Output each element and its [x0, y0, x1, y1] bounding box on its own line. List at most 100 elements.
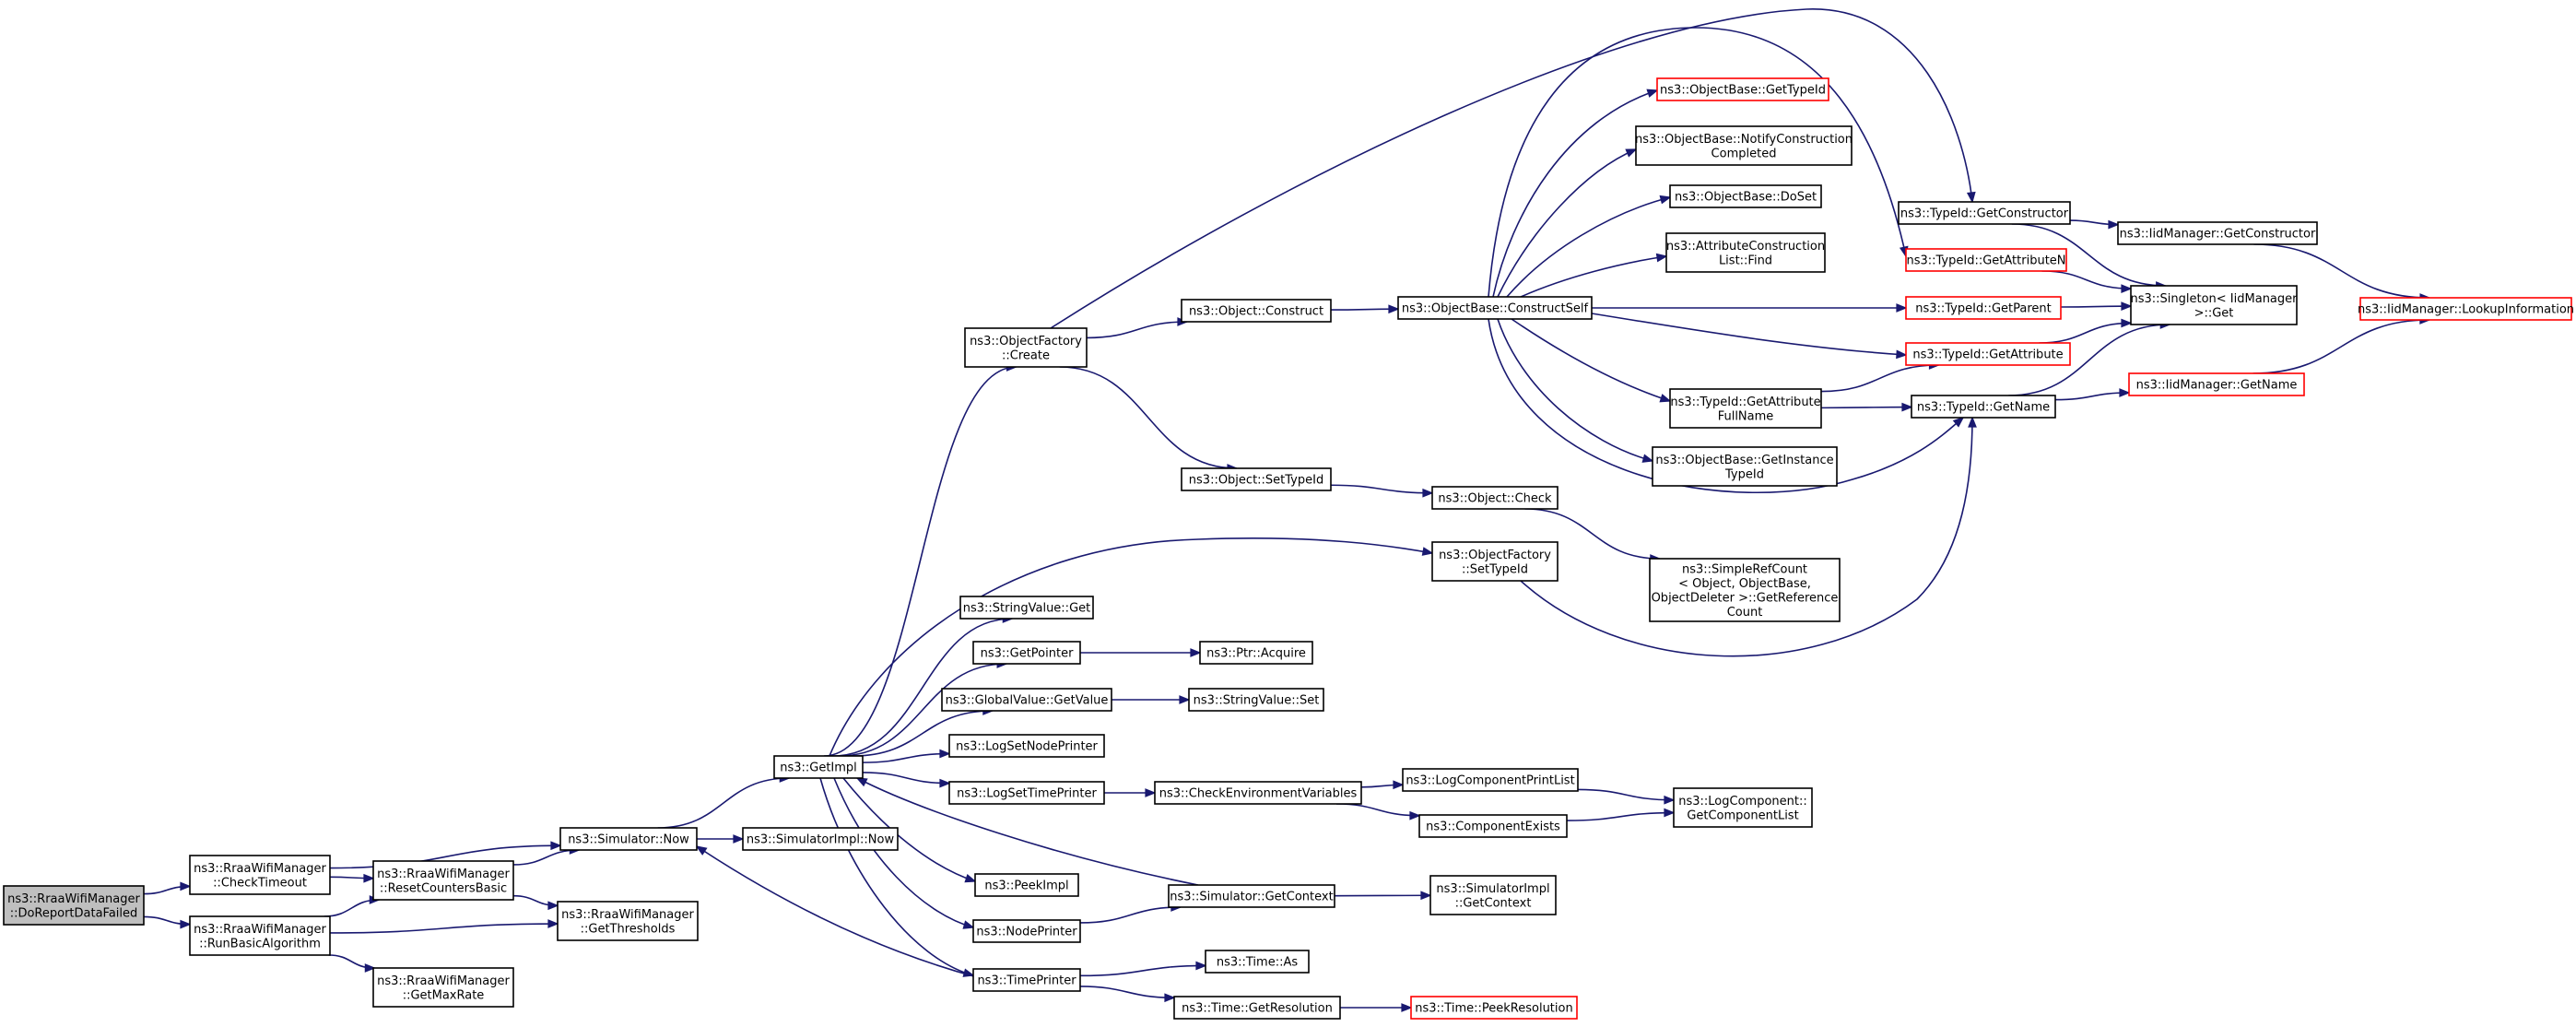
node-logcompprintlist[interactable]: ns3::LogComponentPrintList — [1402, 768, 1579, 792]
node-label-line: ns3::IidManager::LookupInformation — [2358, 303, 2574, 317]
edge-resetcounters-to-getthresholds — [512, 894, 559, 911]
node-objsettypeid[interactable]: ns3::Object::SetTypeId — [1181, 467, 1332, 491]
node-notifyconstr[interactable]: ns3::ObjectBase::NotifyConstructionCompl… — [1635, 125, 1853, 166]
node-label-line: ns3::LogComponentPrintList — [1406, 774, 1574, 788]
edge-doreport-to-checktimeout — [143, 881, 192, 895]
node-label-line: ns3::NodePrinter — [976, 926, 1077, 939]
edge-gettypeidattrfull-to-tidgetname — [1820, 402, 1913, 412]
node-checkenvvars[interactable]: ns3::CheckEnvironmentVariables — [1154, 781, 1362, 805]
node-label-line: ns3::TypeId::GetAttributeN — [1906, 254, 2065, 268]
node-getmaxrate[interactable]: ns3::RraaWifiManager::GetMaxRate — [372, 967, 514, 1008]
edge-tidgetconstructor-to-iidgetconstructor — [2069, 219, 2120, 230]
node-timegetres[interactable]: ns3::Time::GetResolution — [1173, 996, 1341, 1020]
edge-tidgetattribute-to-singletonget — [2039, 318, 2133, 344]
node-box — [972, 919, 1081, 943]
node-box — [1181, 467, 1332, 491]
node-getthresholds[interactable]: ns3::RraaWifiManager::GetThresholds — [557, 901, 699, 941]
node-label-line: ns3::ObjectBase::GetTypeId — [1660, 84, 1826, 98]
node-nodeprinter[interactable]: ns3::NodePrinter — [972, 919, 1081, 943]
node-constructself[interactable]: ns3::ObjectBase::ConstructSelf — [1397, 296, 1593, 320]
node-tidgetattribute[interactable]: ns3::TypeId::GetAttribute — [1905, 342, 2071, 366]
edge-timeprinter-to-simnow — [695, 845, 978, 978]
node-label-line: ns3::Object::Check — [1438, 492, 1552, 506]
node-componentexists[interactable]: ns3::ComponentExists — [1418, 814, 1568, 838]
node-objfactsettypeid[interactable]: ns3::ObjectFactory::SetTypeId — [1431, 541, 1559, 582]
node-box — [1905, 248, 2067, 272]
edge-constructself-to-tidgetparent — [1592, 303, 1908, 313]
node-simimplgetcontext[interactable]: ns3::SimulatorImpl::GetContext — [1429, 875, 1557, 915]
node-box — [948, 781, 1105, 805]
edge-componentexists-to-logcompgetlist — [1566, 808, 1676, 821]
node-label-line: ns3::Object::Construct — [1189, 305, 1323, 319]
node-tidgetattrn[interactable]: ns3::TypeId::GetAttributeN — [1905, 248, 2067, 272]
node-tidgetconstructor[interactable]: ns3::TypeId::GetConstructor — [1898, 201, 2071, 225]
edge-getimpl-to-logsettimeprinter — [862, 772, 951, 788]
node-label-line: ns3::Object::SetTypeId — [1189, 474, 1323, 488]
node-label-line: ns3::Ptr::Acquire — [1206, 647, 1306, 661]
node-doreport[interactable]: ns3::RraaWifiManager::DoReportDataFailed — [3, 885, 145, 926]
node-strvalset[interactable]: ns3::StringValue::Set — [1188, 688, 1324, 712]
edge-tidgetparent-to-singletonget — [2060, 301, 2133, 311]
node-iidlookup[interactable]: ns3::IidManager::LookupInformation — [2358, 297, 2574, 321]
node-label-line: ns3::Time::As — [1217, 956, 1299, 970]
node-label-line: ns3::Singleton< IidManager — [2130, 292, 2298, 306]
edge-runbasic-to-getmaxrate — [328, 954, 376, 973]
node-logsetnodeprinter[interactable]: ns3::LogSetNodePrinter — [948, 734, 1105, 758]
node-resetcounters[interactable]: ns3::RraaWifiManager::ResetCountersBasic — [372, 860, 514, 901]
node-objfactcreate[interactable]: ns3::ObjectFactory::Create — [964, 327, 1088, 368]
node-box — [1188, 688, 1324, 712]
node-checktimeout[interactable]: ns3::RraaWifiManager::CheckTimeout — [189, 855, 331, 895]
node-label-line: ns3::RraaWifiManager — [194, 923, 326, 937]
node-label-line: ns3::GetImpl — [780, 761, 857, 775]
node-timepeekres[interactable]: ns3::Time::PeekResolution — [1410, 996, 1578, 1020]
node-strvalget[interactable]: ns3::StringValue::Get — [959, 596, 1094, 620]
node-label-line: ns3::Time::GetResolution — [1182, 1002, 1333, 1016]
node-doset[interactable]: ns3::ObjectBase::DoSet — [1669, 184, 1822, 208]
node-logsettimeprinter[interactable]: ns3::LogSetTimePrinter — [948, 781, 1105, 805]
node-timeprinter[interactable]: ns3::TimePrinter — [972, 968, 1081, 992]
node-simnow[interactable]: ns3::Simulator::Now — [559, 827, 698, 851]
node-tidgetparent[interactable]: ns3::TypeId::GetParent — [1905, 296, 2062, 320]
node-iidgetname[interactable]: ns3::IidManager::GetName — [2128, 372, 2305, 396]
node-timeas[interactable]: ns3::Time::As — [1205, 950, 1310, 974]
node-simimplnow[interactable]: ns3::SimulatorImpl::Now — [742, 827, 899, 851]
node-globalgetvalue[interactable]: ns3::GlobalValue::GetValue — [941, 688, 1112, 712]
node-simplerefcount[interactable]: ns3::SimpleRefCount< Object, ObjectBase,… — [1649, 558, 1841, 622]
node-objconstruct[interactable]: ns3::Object::Construct — [1181, 299, 1332, 323]
node-getimpl[interactable]: ns3::GetImpl — [773, 755, 864, 779]
node-box — [974, 873, 1079, 897]
node-box — [972, 968, 1081, 992]
node-iidgetconstructor[interactable]: ns3::IidManager::GetConstructor — [2117, 221, 2318, 245]
edge-logcompprintlist-to-logcompgetlist — [1577, 788, 1676, 805]
edge-globalgetvalue-to-strvalset — [1112, 695, 1191, 704]
node-obgettypeid[interactable]: ns3::ObjectBase::GetTypeId — [1656, 77, 1829, 101]
edge-constructself-to-tidgetname — [1488, 318, 1965, 493]
node-box — [959, 596, 1094, 620]
node-runbasic[interactable]: ns3::RraaWifiManager::RunBasicAlgorithm — [189, 915, 331, 956]
node-peekimpl[interactable]: ns3::PeekImpl — [974, 873, 1079, 897]
node-box — [1431, 486, 1559, 510]
node-tidgetname[interactable]: ns3::TypeId::GetName — [1911, 395, 2056, 419]
node-singletonget[interactable]: ns3::Singleton< IidManager>::Get — [2130, 285, 2298, 325]
node-label-line: GetComponentList — [1687, 809, 1798, 822]
node-objcheck[interactable]: ns3::Object::Check — [1431, 486, 1559, 510]
edge-checkenvvars-to-logcompprintlist — [1360, 780, 1405, 790]
edge-checktimeout-to-simnow — [329, 841, 562, 869]
node-ptracquire[interactable]: ns3::Ptr::Acquire — [1199, 641, 1313, 665]
node-label-line: < Object, ObjectBase, — [1678, 577, 1811, 591]
node-label-line: ns3::SimpleRefCount — [1682, 562, 1807, 576]
node-box — [948, 734, 1105, 758]
node-simgetcontext[interactable]: ns3::Simulator::GetContext — [1168, 884, 1335, 908]
node-getpointer[interactable]: ns3::GetPointer — [972, 641, 1081, 665]
node-label-line: ::DoReportDataFailed — [10, 906, 138, 920]
node-box — [2359, 297, 2572, 321]
node-label-line: ns3::TypeId::GetConstructor — [1900, 207, 2069, 221]
node-logcompgetlist[interactable]: ns3::LogComponent::GetComponentList — [1673, 787, 1813, 828]
node-label-line: ns3::TypeId::GetAttribute — [1912, 348, 2063, 362]
node-label-line: ns3::ObjectFactory — [970, 335, 1082, 348]
node-label-line: ns3::TypeId::GetParent — [1915, 302, 2052, 316]
node-label-line: ns3::ObjectBase::ConstructSelf — [1402, 302, 1589, 316]
